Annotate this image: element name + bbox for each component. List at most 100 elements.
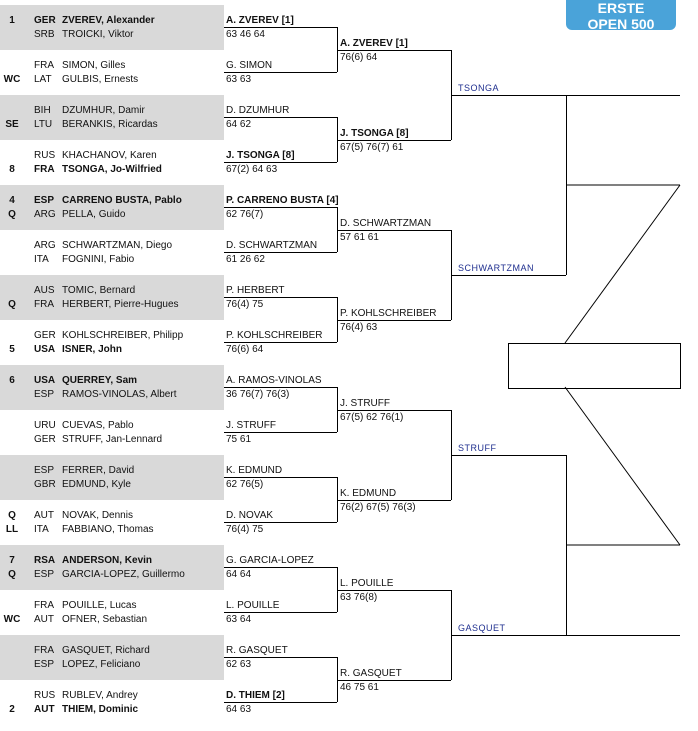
second-round-score: 76(4) 75 <box>226 524 264 535</box>
second-round-score: 63 46 64 <box>226 29 265 40</box>
bracket-line <box>451 635 566 636</box>
draw-player-row: ARG SCHWARTZMAN, Diego <box>0 239 224 252</box>
logo-line2: OPEN 500 <box>587 16 655 32</box>
bracket-line <box>337 567 338 612</box>
bracket-line <box>337 477 338 522</box>
player-country: RUS <box>34 690 56 701</box>
player-country: ESP <box>34 659 55 670</box>
bracket-line <box>451 275 566 276</box>
quarterfinal-score: 67(5) 62 76(1) <box>340 412 404 423</box>
player-name: GASQUET, Richard <box>62 645 150 656</box>
player-name: STRUFF, Jan-Lennard <box>62 434 163 445</box>
player-name: ZVEREV, Alexander <box>62 15 155 26</box>
draw-band <box>0 275 224 320</box>
player-country: RSA <box>34 555 56 566</box>
player-country: ESP <box>34 465 55 476</box>
draw-band <box>0 5 224 50</box>
bracket-line <box>224 387 337 388</box>
player-country: FRA <box>34 299 54 310</box>
bracket-line <box>337 680 451 681</box>
player-country: ESP <box>34 569 55 580</box>
second-round-winner: D. THIEM [2] <box>226 690 285 701</box>
draw-band <box>0 545 224 590</box>
player-name: GARCIA-LOPEZ, Guillermo <box>62 569 185 580</box>
bracket-line <box>566 95 567 275</box>
player-country: FRA <box>34 164 55 175</box>
player-name: TOMIC, Bernard <box>62 285 136 296</box>
player-name: GULBIS, Ernests <box>62 74 139 85</box>
second-round-score: 63 64 <box>226 614 252 625</box>
second-round-score: 64 63 <box>226 704 252 715</box>
final-connector-line <box>564 386 681 546</box>
player-country: RUS <box>34 150 56 161</box>
bracket-line <box>224 27 337 28</box>
second-round-winner: A. RAMOS-VINOLAS <box>226 375 322 386</box>
second-round-winner: P. KOHLSCHREIBER <box>226 330 323 341</box>
second-round-score: 62 76(5) <box>226 479 264 490</box>
draw-player-row: GER KOHLSCHREIBER, Philipp <box>0 329 224 342</box>
second-round-score: 63 63 <box>226 74 252 85</box>
player-name: DZUMHUR, Damir <box>62 105 145 116</box>
quarterfinal-winner: D. SCHWARTZMAN <box>340 218 432 229</box>
player-country: ESP <box>34 195 55 206</box>
player-name: HERBERT, Pierre-Hugues <box>62 299 179 310</box>
bracket-line <box>566 455 567 635</box>
player-name: SCHWARTZMAN, Diego <box>62 240 173 251</box>
player-seed: 6 <box>9 375 15 386</box>
bracket-line <box>224 207 337 208</box>
player-seed: WC <box>3 74 21 85</box>
bracket-line <box>224 72 337 73</box>
tournament-logo: ERSTE OPEN 500 21.-29. Okt. 2017 | Wiene… <box>566 0 676 39</box>
player-name: FABBIANO, Thomas <box>62 524 154 535</box>
player-name: KOHLSCHREIBER, Philipp <box>62 330 184 341</box>
player-name: PELLA, Guido <box>62 209 126 220</box>
second-round-score: 64 62 <box>226 119 252 130</box>
second-round-score: 64 64 <box>226 569 252 580</box>
player-name: RUBLEV, Andrey <box>62 690 138 701</box>
player-seed: 8 <box>9 164 15 175</box>
quarterfinal-winner: L. POUILLE <box>340 578 394 589</box>
player-name: KHACHANOV, Karen <box>62 150 157 161</box>
quarterfinal-score: 76(2) 67(5) 76(3) <box>340 502 416 513</box>
player-seed: LL <box>5 524 19 535</box>
quarterfinal-winner: P. KOHLSCHREIBER <box>340 308 437 319</box>
logo-line1: ERSTE <box>597 0 645 16</box>
bracket-line <box>337 320 451 321</box>
player-country: FRA <box>34 600 54 611</box>
player-name: ANDERSON, Kevin <box>62 555 153 566</box>
player-seed: 7 <box>9 555 15 566</box>
player-country: GER <box>34 330 56 341</box>
player-seed: SE <box>5 119 19 130</box>
second-round-winner: P. HERBERT <box>226 285 285 296</box>
player-name: SIMON, Gilles <box>62 60 126 71</box>
player-country: ITA <box>34 254 49 265</box>
bracket-line <box>337 117 338 162</box>
quarterfinal-score: 46 75 61 <box>340 682 379 693</box>
second-round-score: 75 61 <box>226 434 252 445</box>
player-country: ARG <box>34 240 56 251</box>
second-round-winner: J. TSONGA [8] <box>226 150 295 161</box>
player-name: CUEVAS, Pablo <box>62 420 134 431</box>
player-seed: WC <box>3 614 21 625</box>
player-country: BIH <box>34 105 51 116</box>
player-country: LAT <box>34 74 52 85</box>
player-name: CARRENO BUSTA, Pablo <box>62 195 182 206</box>
bracket-line <box>224 657 337 658</box>
second-round-score: 62 63 <box>226 659 252 670</box>
quarterfinal-score: 76(6) 64 <box>340 52 378 63</box>
player-seed: Q <box>8 569 16 580</box>
second-round-winner: A. ZVEREV [1] <box>226 15 294 26</box>
player-country: ARG <box>34 209 56 220</box>
player-country: ESP <box>34 389 55 400</box>
player-name: NOVAK, Dennis <box>62 510 133 521</box>
bracket-line <box>224 567 337 568</box>
